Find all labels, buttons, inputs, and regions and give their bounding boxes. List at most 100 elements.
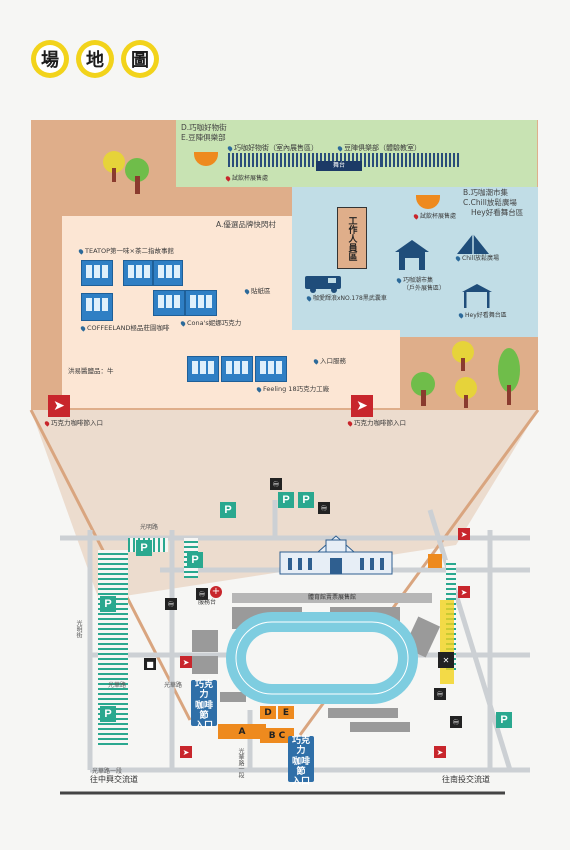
entrance-icon-right: ➤ xyxy=(351,395,373,417)
entrance-icon-left: ➤ xyxy=(48,395,70,417)
building-block xyxy=(220,692,246,702)
zone-c-title: C.Chill放鬆廣場 xyxy=(463,198,517,207)
parking-icon: P xyxy=(100,596,116,612)
booth xyxy=(153,290,185,316)
cup-icon xyxy=(194,152,218,166)
athletics-track xyxy=(226,612,418,704)
building-block xyxy=(350,722,410,732)
booth xyxy=(187,356,219,382)
booth xyxy=(81,293,113,321)
zone-b-c-upper xyxy=(370,187,538,217)
label-doujhen: 豆陣俱樂部（體驗教室） xyxy=(336,145,421,152)
tent-market-icon xyxy=(395,240,429,270)
booth xyxy=(185,290,217,316)
tent-chill-icon xyxy=(457,234,489,254)
label-chill: Chill放鬆廣場 xyxy=(454,255,499,262)
parking-icon: P xyxy=(220,502,236,518)
label-teatop: TEATOP第一味×茶二指故事館 xyxy=(77,248,174,255)
venue-bar: 體育館賣票展售館 xyxy=(232,593,432,603)
label-service: 服務台 xyxy=(198,599,217,606)
label-sticker: 貼紙區 xyxy=(243,288,271,295)
label-entrance-right: 巧克力咖啡節入口 xyxy=(346,420,406,427)
bus-icon: ■ xyxy=(144,658,156,670)
parking-icon: P xyxy=(136,540,152,556)
direction-right: 往南投交流道 xyxy=(442,775,490,784)
staff-area: 工作人員區 xyxy=(337,207,367,269)
cup-icon-2 xyxy=(416,195,440,209)
toilet-icon: ♾ xyxy=(270,478,282,490)
site-map: P P P P P P P P 體育館賣票展售館 D E A B C 巧克力咖啡… xyxy=(60,470,530,800)
label-hongyi: 洪易醬鹽品：牛 xyxy=(68,367,114,375)
exit-icon: ➤ xyxy=(458,586,470,598)
booth xyxy=(81,260,113,286)
parking-icon: P xyxy=(496,712,512,728)
label-entrance-service: 入口服務 xyxy=(312,358,346,365)
exit-icon: ➤ xyxy=(434,746,446,758)
road-label: 光華路 xyxy=(164,682,183,689)
exit-icon: ➤ xyxy=(180,746,192,758)
label-truck: 咖愛輝浪xNO.178黑武囊車 xyxy=(305,295,387,302)
exit-icon: ➤ xyxy=(458,528,470,540)
zone-d-title: D.巧咖好物街 xyxy=(181,123,227,132)
toilet-icon: ♾ xyxy=(196,588,208,600)
stall-bc: B C xyxy=(260,728,294,743)
label-feeling18: Feeling 18巧克力工廠 xyxy=(255,386,329,393)
parking-icon: P xyxy=(278,492,294,508)
parking-icon: P xyxy=(298,492,314,508)
title-char-1: 場 xyxy=(31,40,69,78)
label-market: 巧咖潮市集 xyxy=(395,277,433,284)
parking-icon: P xyxy=(100,706,116,722)
building-block xyxy=(192,656,218,674)
road-label: 光華路一段 xyxy=(237,748,244,778)
chocolate-entrance-left[interactable]: 巧克力咖啡節入口 xyxy=(191,680,217,731)
label-hey-stage: Hey好看舞台區 xyxy=(457,312,507,319)
zone-d-e: D.巧咖好物街 E.豆陣俱樂部 巧咖好物街（室內展售區） 豆陣俱樂部（體驗教室）… xyxy=(176,120,537,187)
title-char-3: 圖 xyxy=(121,40,159,78)
gymnasium-building xyxy=(279,535,393,575)
tent-hey-icon xyxy=(462,284,492,308)
stall-d: D xyxy=(260,706,276,719)
booth xyxy=(255,356,287,382)
label-entrance-left: 巧克力咖啡節入口 xyxy=(43,420,103,427)
stall-e: E xyxy=(278,706,294,719)
label-coffeeland: COFFEELAND極品莊園咖啡 xyxy=(79,325,169,332)
label-cup-sale-1: 試飲杯展售處 xyxy=(224,175,268,182)
booth xyxy=(221,356,253,382)
detail-map: D.巧咖好物街 E.豆陣俱樂部 巧咖好物街（室內展售區） 豆陣俱樂部（體驗教室）… xyxy=(31,120,538,426)
yellow-strip xyxy=(440,600,454,684)
stage: 舞台 xyxy=(316,161,362,171)
road-label: 光明街 xyxy=(75,620,82,638)
tree-icon xyxy=(103,151,149,194)
toilet-icon: ♾ xyxy=(434,688,446,700)
road-label: 光明路 xyxy=(140,524,159,531)
zone-b-title: B.巧咖潮市集 xyxy=(463,188,509,197)
orange-strip xyxy=(428,554,442,568)
toilet-icon: ♾ xyxy=(450,716,462,728)
building-block xyxy=(328,708,398,718)
zone-a-title: A.優選品牌快閃村 xyxy=(216,220,276,229)
direction-left: 往中興交流道 xyxy=(90,775,138,784)
class-grid xyxy=(381,153,461,167)
label-market-outdoor: （戶外展售區） xyxy=(403,285,446,292)
zone-e-title: E.豆陣俱樂部 xyxy=(181,133,226,142)
chocolate-entrance-right[interactable]: 巧克力咖啡節入口 xyxy=(288,736,314,787)
label-haowu: 巧咖好物街（室內展售區） xyxy=(226,145,318,152)
no-entry-icon: ✕ xyxy=(438,652,454,668)
building-block xyxy=(192,630,218,652)
stall-a: A xyxy=(218,724,266,739)
toilet-icon: ♾ xyxy=(165,598,177,610)
parking-icon: P xyxy=(187,552,203,568)
exit-icon: ➤ xyxy=(180,656,192,668)
food-truck-icon xyxy=(305,276,341,293)
toilet-icon: ♾ xyxy=(318,502,330,514)
title-char-2: 地 xyxy=(76,40,114,78)
market-grid xyxy=(228,153,424,167)
booth xyxy=(153,260,183,286)
label-conas: Cona's妮娜巧克力 xyxy=(179,320,241,327)
road-label: 光華路一段 xyxy=(92,768,123,775)
first-aid-icon: + xyxy=(210,586,222,598)
zone-hey-title: Hey好看舞台區 xyxy=(471,208,524,217)
road-label: 光華路 xyxy=(108,682,127,689)
trees-group-icon xyxy=(411,341,520,408)
booth xyxy=(123,260,153,286)
